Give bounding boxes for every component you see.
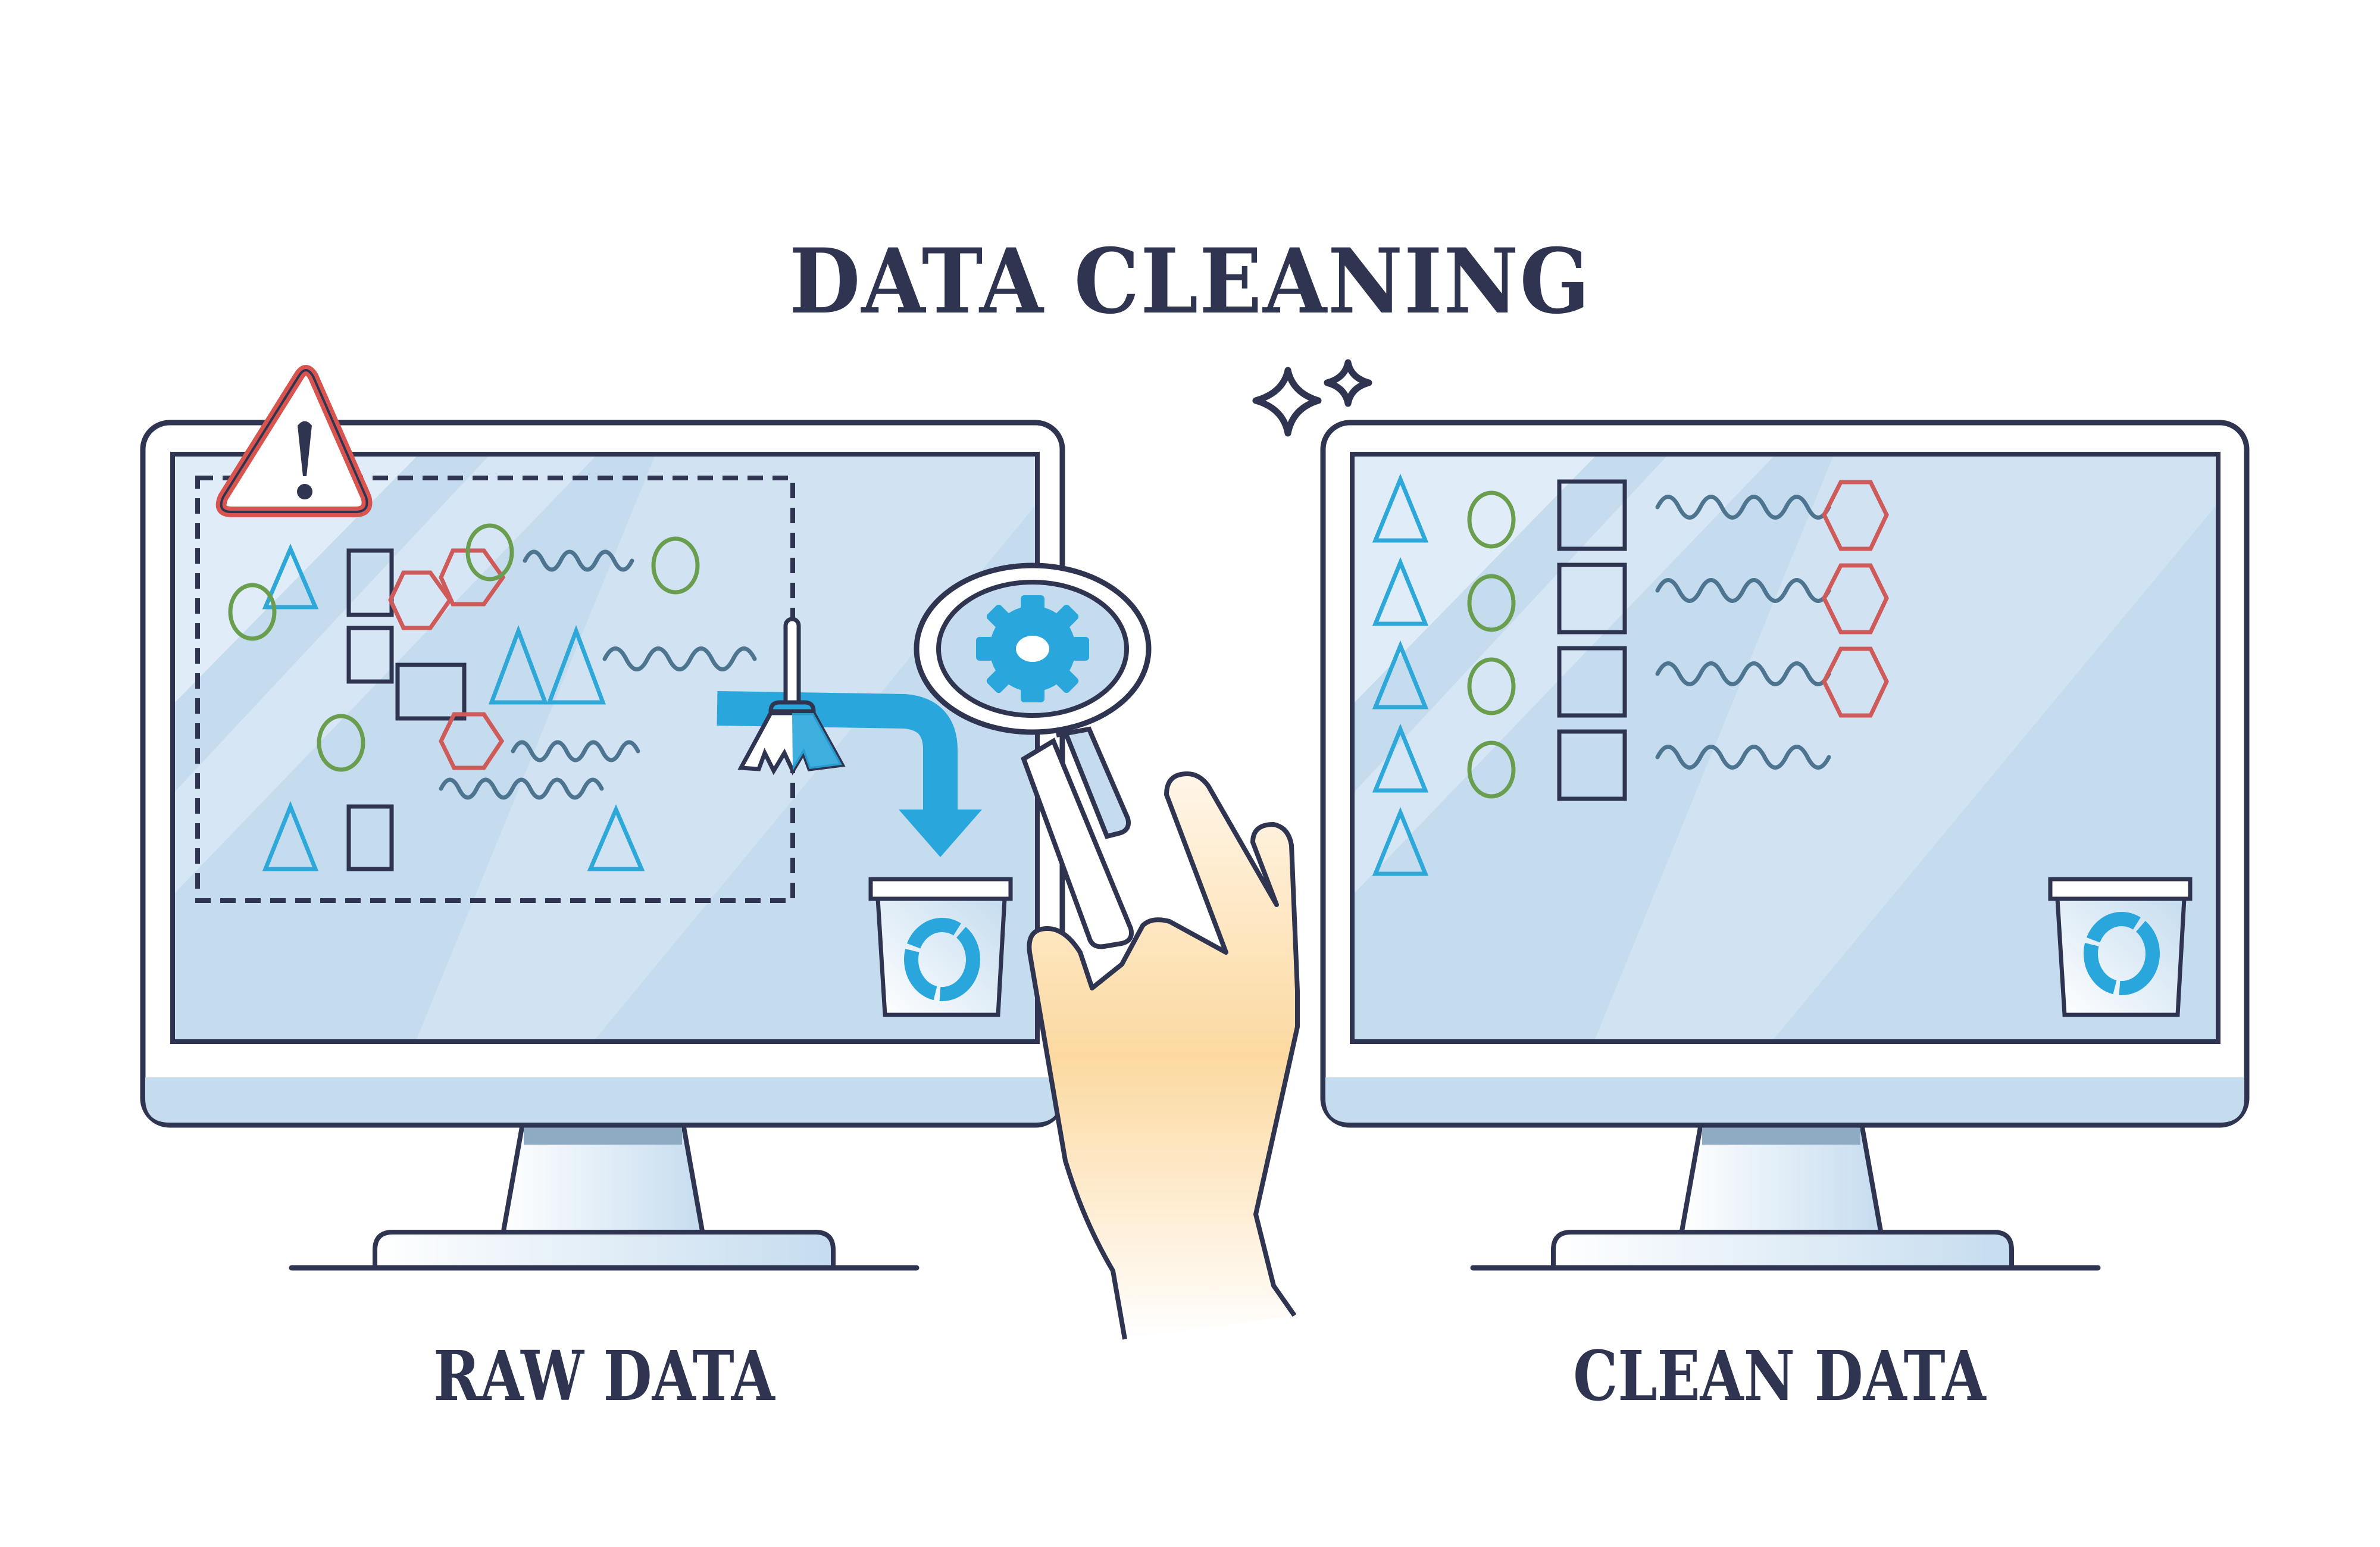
recycle-bin-icon bbox=[2048, 877, 2193, 1017]
clean-data-label: CLEAN DATA bbox=[1573, 1336, 1986, 1417]
raw-data-monitor bbox=[140, 365, 1065, 1271]
page-title: DATA CLEANING bbox=[789, 229, 1591, 334]
wave-column bbox=[1655, 495, 1831, 770]
square-column bbox=[1557, 479, 1627, 801]
monitor-stand bbox=[289, 1121, 920, 1271]
hexagon-shape bbox=[439, 548, 506, 607]
circle-column bbox=[1467, 490, 1516, 799]
raw-shapes bbox=[228, 523, 757, 871]
triangle-column bbox=[1372, 473, 1429, 876]
clean-data-monitor bbox=[1320, 420, 2250, 1271]
hexagon-column bbox=[1822, 480, 1889, 718]
warning-triangle-icon bbox=[215, 365, 373, 517]
clean-shapes bbox=[1372, 473, 1889, 876]
recycle-bin-icon bbox=[868, 877, 1013, 1017]
monitor-stand bbox=[1470, 1121, 2101, 1271]
hand-icon bbox=[1027, 771, 1300, 1340]
hand-holding-magnifier bbox=[914, 562, 1300, 1340]
triangle-shape bbox=[262, 543, 319, 610]
sparkle-icon bbox=[1252, 359, 1372, 437]
magnifying-glass-icon bbox=[914, 562, 1152, 949]
square-shape bbox=[346, 548, 394, 617]
raw-data-label: RAW DATA bbox=[433, 1336, 775, 1417]
circle-shape bbox=[228, 583, 277, 641]
broom-icon bbox=[737, 617, 846, 776]
down-arrow-icon bbox=[717, 691, 982, 857]
gear-icon bbox=[976, 595, 1089, 702]
